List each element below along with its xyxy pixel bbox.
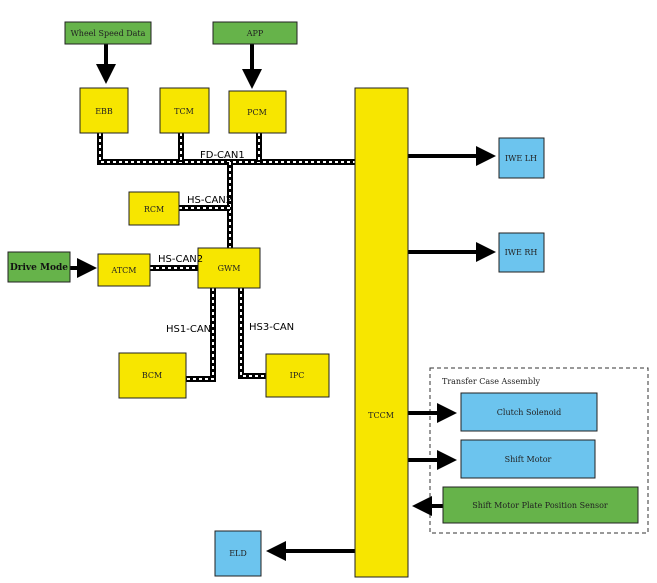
svg-text:TCM: TCM	[174, 107, 194, 116]
shift-motor-sensor-box: Shift Motor Plate Position Sensor	[442, 486, 639, 524]
wheel-speed-data-box: Wheel Speed Data	[64, 21, 152, 45]
iwe-rh-box: IWE RH	[498, 232, 545, 273]
svg-text:Clutch Solenoid: Clutch Solenoid	[497, 408, 561, 417]
signal-arrows	[70, 44, 496, 561]
svg-text:Wheel Speed Data: Wheel Speed Data	[71, 29, 146, 38]
svg-text:TCCM: TCCM	[368, 411, 394, 420]
eld-box: ELD	[214, 530, 262, 577]
svg-text:IWE RH: IWE RH	[505, 248, 538, 257]
hs-can2-rcm-label: HS-CAN2	[187, 195, 232, 206]
rcm-module: RCM	[128, 191, 180, 226]
svg-text:Shift Motor Plate Position Sen: Shift Motor Plate Position Sensor	[472, 501, 608, 510]
clutch-solenoid-box: Clutch Solenoid	[460, 392, 598, 432]
transfer-case-label: Transfer Case Assembly	[442, 377, 541, 386]
svg-text:IWE LH: IWE LH	[505, 154, 537, 163]
hs-can2-atcm-label: HS-CAN2	[158, 254, 203, 265]
hs3-can-label: HS3-CAN	[249, 322, 294, 333]
svg-text:APP: APP	[246, 29, 264, 38]
shift-motor-box: Shift Motor	[460, 439, 596, 479]
atcm-module: ATCM	[97, 253, 151, 287]
hs1-can-label: HS1-CAN	[166, 324, 211, 335]
bcm-module: BCM	[118, 352, 187, 399]
ebb-module: EBB	[79, 87, 129, 134]
svg-text:GWM: GWM	[218, 264, 241, 273]
bus-lines	[97, 133, 355, 382]
svg-text:IPC: IPC	[290, 371, 305, 380]
ipc-module: IPC	[265, 353, 330, 398]
svg-text:BCM: BCM	[142, 371, 162, 380]
svg-text:ATCM: ATCM	[111, 266, 137, 275]
drive-mode-box: Drive Mode	[7, 251, 71, 283]
gwm-module: GWM	[197, 247, 261, 289]
svg-text:RCM: RCM	[144, 205, 164, 214]
svg-text:EBB: EBB	[95, 107, 113, 116]
fd-can1-label: FD-CAN1	[200, 150, 245, 161]
svg-text:Shift Motor: Shift Motor	[505, 455, 552, 464]
pcm-module: PCM	[228, 90, 287, 134]
app-box: APP	[212, 21, 298, 45]
transfer-case-group	[429, 367, 649, 534]
svg-text:Drive Mode: Drive Mode	[10, 263, 68, 273]
tcm-module: TCM	[159, 87, 210, 134]
svg-text:ELD: ELD	[229, 549, 247, 558]
svg-text:PCM: PCM	[247, 108, 267, 117]
iwe-lh-box: IWE LH	[498, 137, 545, 179]
tccm-module: TCCM	[354, 87, 409, 578]
